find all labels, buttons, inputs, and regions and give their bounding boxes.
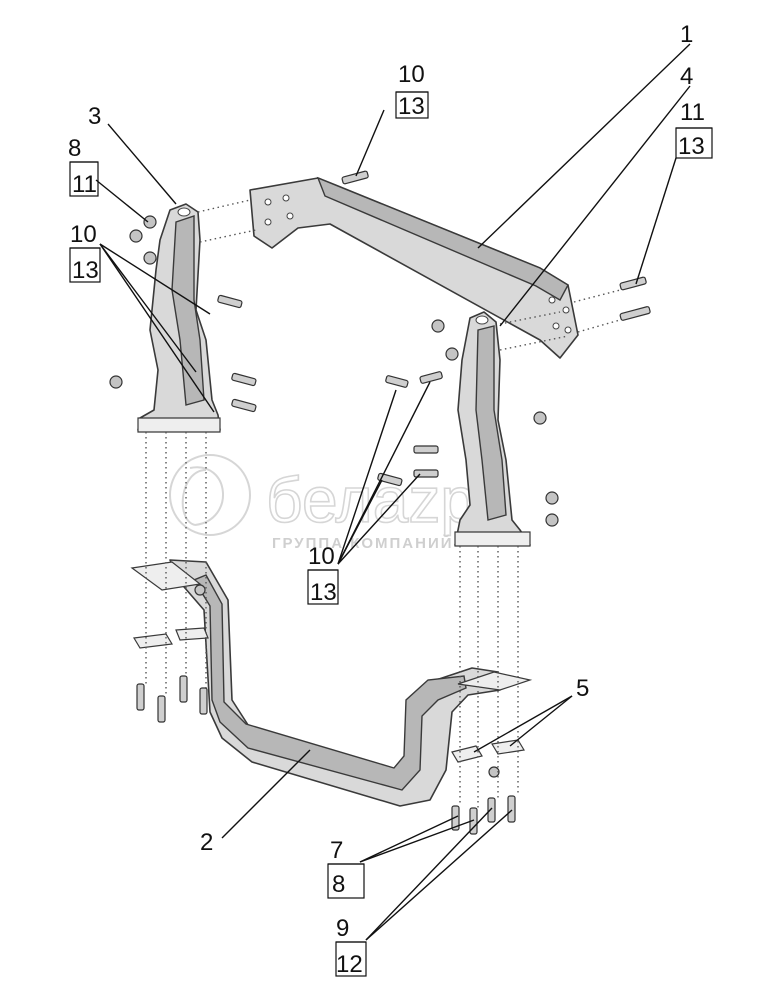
callout-10-top: 10: [398, 61, 425, 88]
callout-11-right: 11: [680, 99, 705, 126]
callout-1: 1: [680, 21, 693, 48]
callout-3: 3: [88, 103, 101, 130]
callout-12: 12: [336, 951, 363, 978]
callout-2: 2: [200, 829, 213, 856]
callout-10-mid: 10: [308, 543, 335, 570]
shim-plates-part: [133, 627, 525, 763]
lower-support-bar-part: [130, 559, 533, 807]
upper-crossbar-part: [249, 176, 579, 359]
left-bracket-part: [137, 203, 221, 433]
callout-8-top: 8: [68, 135, 81, 162]
watermark-logo-mark: [181, 466, 224, 526]
callout-labels: 1 4 3 10 13 8 11 11 13 10 13 10 13 5 2 7…: [68, 21, 705, 978]
fasteners: [109, 170, 651, 835]
callout-7: 7: [330, 837, 343, 864]
callout-8-bottom: 8: [332, 871, 345, 898]
callout-13-left: 13: [72, 257, 99, 284]
callout-9: 9: [336, 915, 349, 942]
callout-10-left: 10: [70, 221, 97, 248]
leader-lines: [95, 43, 691, 941]
watermark-subtitle: ГРУППА КОМПАНИЙ: [272, 534, 454, 552]
callout-5: 5: [576, 675, 589, 702]
callout-13-right: 13: [678, 133, 705, 160]
callout-13-mid: 13: [310, 579, 337, 606]
callout-boxes: [69, 91, 713, 977]
callout-13-top: 13: [398, 93, 425, 120]
callout-11-left: 11: [72, 171, 97, 198]
right-bracket-part: [454, 311, 531, 547]
assembly-axis-lines: [145, 199, 621, 808]
callout-4: 4: [680, 63, 693, 90]
watermark-logo-ring: [169, 454, 251, 536]
